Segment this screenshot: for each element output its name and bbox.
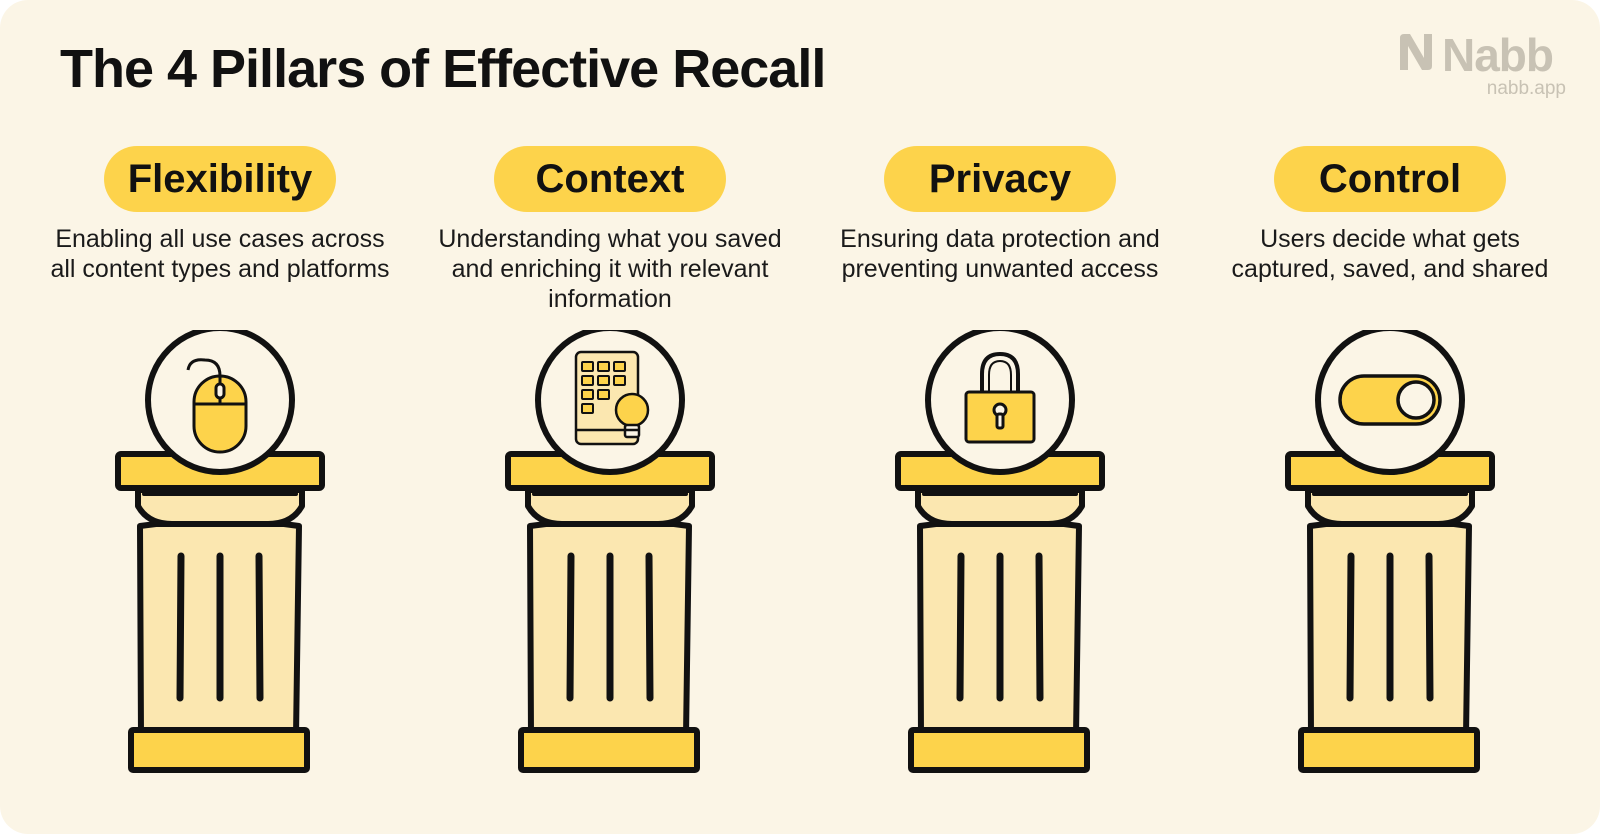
logo-url: nabb.app — [1486, 78, 1566, 99]
pillar-privacy: Privacy Ensuring data protection and pre… — [820, 0, 1180, 834]
mouse-icon — [186, 358, 248, 454]
logo-wordmark: Nabb — [1442, 29, 1554, 81]
pillar-control: Control Users decide what gets captured,… — [1210, 0, 1570, 834]
pillar-column — [895, 330, 1105, 773]
pillar-column — [1285, 330, 1495, 773]
pillar-label-privacy: Privacy — [884, 146, 1116, 212]
pillar-description-control: Users decide what gets captured, saved, … — [1231, 225, 1549, 283]
nabb-logo: Nabb nabb.app — [1396, 29, 1566, 100]
pillar-description-context: Understanding what you saved and enrichi… — [438, 225, 782, 313]
padlock-icon — [964, 351, 1036, 444]
pillar-flexibility: Flexibility Enabling all use cases acros… — [40, 0, 400, 834]
pillar-description-flexibility: Enabling all use cases across all conten… — [50, 225, 390, 283]
pillar-label-context: Context — [494, 146, 726, 212]
page-title: The 4 Pillars of Effective Recall — [60, 39, 826, 99]
nabb-logo-icon — [1400, 34, 1432, 70]
pillar-label-flexibility: Flexibility — [104, 146, 336, 212]
tablet-lightbulb-icon — [574, 350, 650, 446]
pillar-column — [115, 330, 325, 773]
pillar-description-privacy: Ensuring data protection and preventing … — [840, 225, 1160, 283]
toggle-switch-icon — [1338, 374, 1442, 426]
pillar-label-control: Control — [1274, 146, 1506, 212]
pillar-column — [505, 330, 715, 773]
pillar-context: Context Understanding what you saved and… — [430, 0, 790, 834]
